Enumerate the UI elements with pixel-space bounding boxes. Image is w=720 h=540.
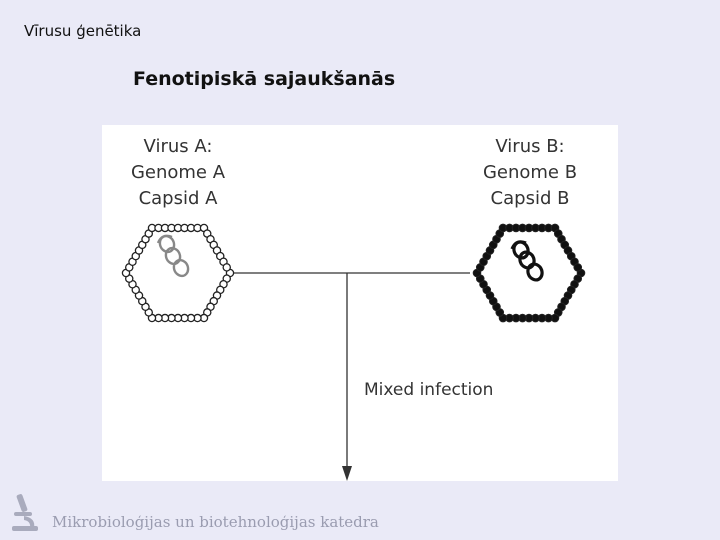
virus-a-name: Virus A: [143, 136, 213, 157]
virus-a-capsid [121, 223, 235, 323]
virus-a-capsid-label: Capsid A [138, 188, 218, 209]
footer: Mikrobioloģijas un biotehnoloģijas kated… [10, 492, 379, 536]
virus-a-genome-label: Genome A [130, 162, 226, 183]
capsid-bead [573, 263, 583, 272]
arrow-label: Mixed infection [364, 380, 494, 400]
virus-a-genome [156, 234, 190, 278]
phenotypic-mixing-diagram: Virus A: Genome A Capsid A Virus B: Geno… [102, 125, 618, 481]
virus-a-label: Virus A: Genome A Capsid A [116, 134, 240, 212]
header-topic: Vīrusu ģenētika [24, 22, 142, 40]
virus-b-name: Virus B: [495, 136, 565, 157]
virus-b-label: Virus B: Genome B Capsid B [468, 134, 592, 212]
footer-institution: Mikrobioloģijas un biotehnoloģijas kated… [52, 513, 379, 531]
microscope-icon [10, 492, 40, 536]
capsid-bead [222, 263, 232, 272]
virus-b-genome [510, 240, 544, 282]
diagram-svg [121, 223, 586, 481]
slide-title: Fenotipiskā sajaukšanās [133, 68, 396, 90]
virus-b-capsid-label: Capsid B [490, 188, 570, 209]
arrow-head [342, 466, 352, 481]
virus-b-capsid [472, 223, 586, 323]
virus-b-genome-label: Genome B [482, 162, 578, 183]
